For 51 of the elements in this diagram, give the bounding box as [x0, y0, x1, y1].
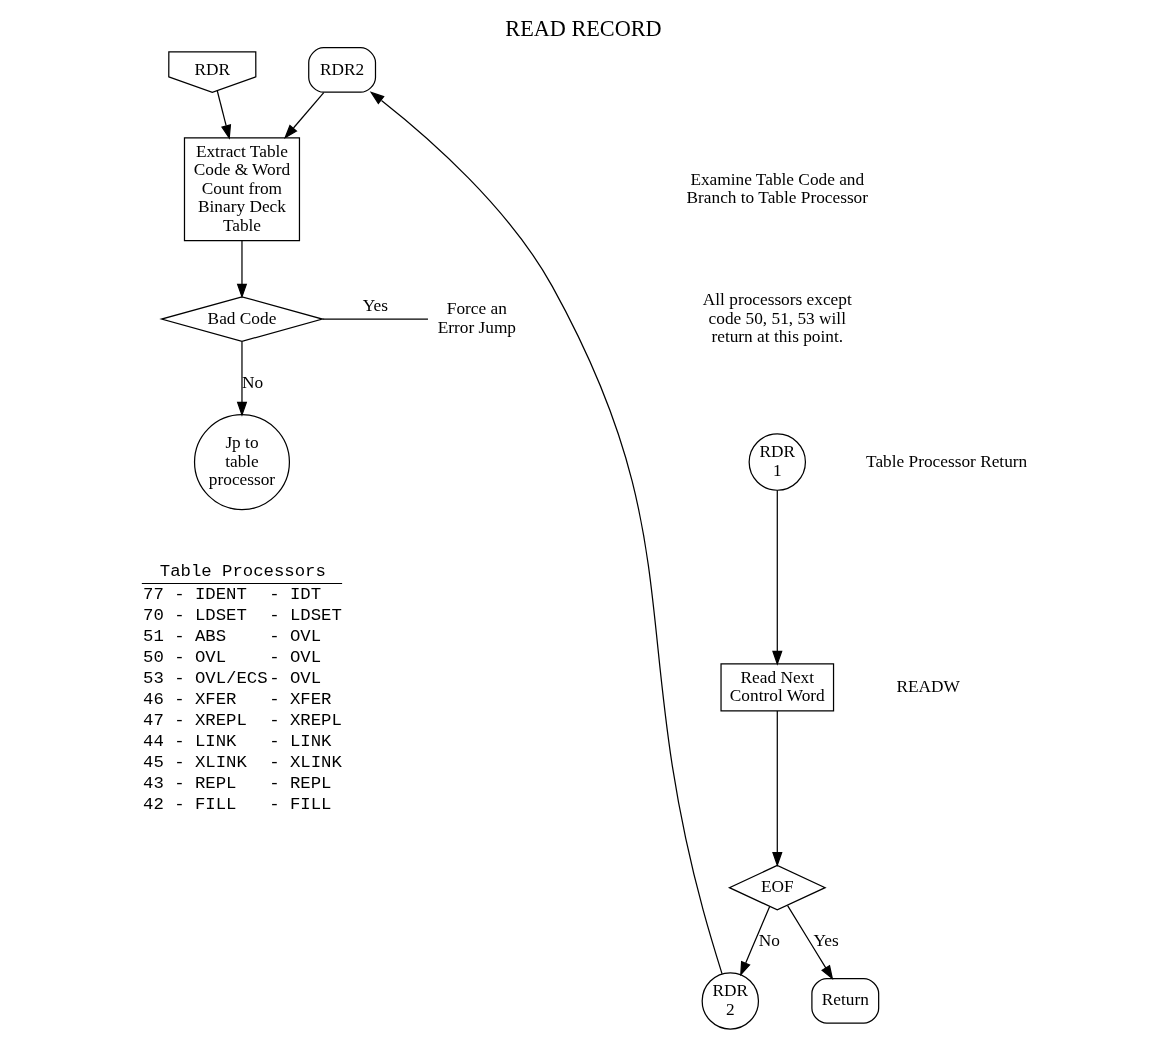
- label: 43 - REPL: [143, 773, 237, 793]
- label: - FILL: [269, 794, 332, 814]
- arrow: [216, 89, 232, 140]
- arrow: [772, 710, 783, 867]
- label: 44 - LINK: [143, 731, 237, 751]
- edge-label: No: [758, 930, 780, 950]
- arrow: [236, 240, 248, 299]
- label: 47 - XREPL: [143, 710, 247, 730]
- label: - OVL: [269, 626, 322, 646]
- edge-label: Yes: [362, 295, 388, 315]
- label: 70 - LDSET: [143, 605, 247, 625]
- label: - LDSET: [269, 605, 342, 625]
- node-box: Extract Table Code & Word Count from Binary Deck Table: [183, 137, 301, 242]
- arrow: [740, 905, 771, 977]
- node-diamond: EOF: [727, 864, 827, 911]
- label: Table Processors: [159, 562, 326, 582]
- label: 42 - FILL: [143, 794, 237, 814]
- node-circle: RDR 1: [748, 433, 807, 491]
- label: - OVL: [269, 668, 322, 688]
- label: 77 - IDENT: [143, 584, 247, 604]
- node-text: Force an Error Jump: [437, 299, 517, 337]
- node-box: RDR2: [308, 47, 377, 93]
- label: 46 - XFER: [143, 689, 237, 709]
- label: - XREPL: [269, 710, 342, 730]
- arrow: [236, 341, 248, 417]
- node-diamond: Bad Code: [159, 296, 325, 342]
- arrow: [283, 92, 325, 140]
- label: 45 - XLINK: [143, 752, 247, 772]
- node-label: READW: [896, 676, 960, 696]
- arrow: [369, 91, 723, 975]
- label: 51 - ABS: [143, 626, 227, 646]
- node-circle: Jp to table processor: [193, 414, 291, 511]
- label: Examine Table Code and Branch to Table Processor: [686, 169, 869, 208]
- label: - IDT: [269, 584, 322, 604]
- label: - REPL: [269, 773, 332, 793]
- node-box: Return: [811, 978, 880, 1024]
- node-box: Read Next Control Word: [720, 663, 835, 712]
- node-label: Table Processor Return: [866, 451, 1028, 471]
- node-circle: RDR 2: [701, 972, 760, 1030]
- label: - OVL: [269, 647, 322, 667]
- label: 53 - OVL/ECS: [143, 668, 268, 688]
- arrow: [772, 489, 783, 666]
- label: - XFER: [269, 689, 332, 709]
- diagram-title: READ RECORD: [505, 15, 662, 41]
- label: 50 - OVL: [143, 647, 227, 667]
- edge-label: Yes: [813, 930, 839, 950]
- connector: [321, 318, 429, 320]
- label: All processors except code 50, 51, 53 will return at this point.: [702, 290, 852, 347]
- label: - LINK: [269, 731, 332, 751]
- arrow: [787, 905, 834, 981]
- label: - XLINK: [269, 752, 342, 772]
